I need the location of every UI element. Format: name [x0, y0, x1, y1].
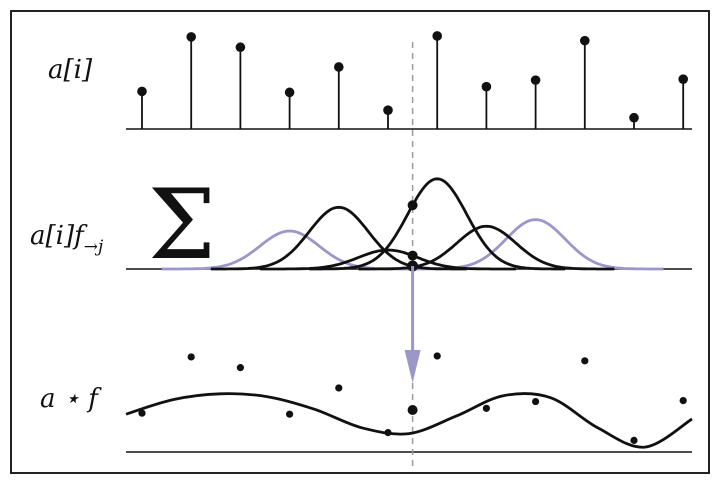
label-weighted-kernels-sub: →j	[84, 237, 104, 257]
kernel-curve	[260, 248, 516, 271]
kernel-query-points	[407, 200, 419, 272]
label-weighted-kernels-main: a[i]f	[30, 221, 88, 251]
sigma-symbol: Σ	[148, 169, 216, 281]
convolution-sample-dot	[335, 384, 343, 392]
sample-point	[284, 87, 295, 98]
sample-point	[383, 105, 393, 115]
sample-point	[678, 74, 688, 84]
kernel-curve	[210, 205, 467, 271]
convolution-sample-dot	[138, 409, 146, 417]
convolution-sample-dot	[532, 397, 540, 406]
sample-point	[580, 35, 590, 46]
convolution-curve	[125, 392, 693, 449]
arrow-head	[404, 350, 421, 383]
convolution-sample-dot	[187, 353, 195, 361]
convolution-sample-dot	[581, 357, 589, 365]
sample-point	[530, 75, 541, 85]
convolution-sample-dot	[482, 404, 490, 412]
label-weighted-kernels: a[i]f→j	[30, 221, 104, 257]
convolution-sample-dot	[630, 436, 638, 444]
kernel-curve	[358, 224, 615, 271]
sample-point	[137, 86, 147, 97]
convolution-sample-dot	[236, 364, 244, 372]
sample-point	[334, 62, 344, 72]
convolution-sample-dot	[679, 396, 687, 405]
kernel-curves	[161, 177, 664, 271]
convolution-sample-dot	[433, 352, 441, 360]
sample-stems	[137, 31, 688, 129]
label-samples: a[i]	[48, 55, 93, 85]
kernel-curve	[309, 177, 566, 271]
frame	[10, 10, 710, 474]
label-convolution: a ⋆ f	[40, 384, 102, 414]
convolution-sample-dot	[286, 410, 294, 418]
sample-point	[481, 81, 492, 92]
sample-point	[629, 112, 639, 123]
convolution-query-point	[407, 405, 418, 415]
sample-point	[432, 31, 443, 41]
sample-point	[235, 42, 246, 53]
convolution-row	[125, 352, 693, 449]
kernel-query-point	[407, 200, 418, 211]
sum-arrow	[404, 266, 421, 383]
kernel-curve	[407, 218, 664, 271]
kernel-query-point	[407, 250, 418, 261]
sample-point	[186, 32, 196, 42]
